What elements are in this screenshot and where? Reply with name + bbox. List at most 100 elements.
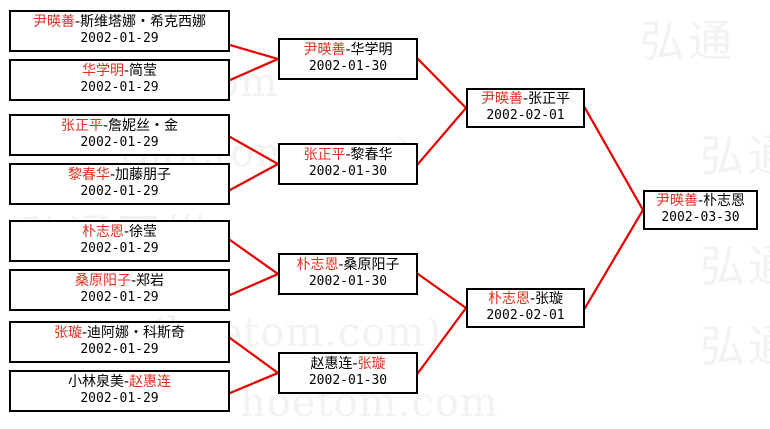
match-players: 尹暎善-张正平 bbox=[481, 92, 570, 108]
player-separator: - bbox=[529, 291, 536, 308]
player-separator: - bbox=[109, 167, 116, 184]
match-box-final[interactable]: 尹暎善-朴志恩 2002-03-30 bbox=[643, 190, 758, 230]
player-loser: 迪阿娜・科斯奇 bbox=[87, 325, 186, 342]
player-separator: - bbox=[74, 14, 81, 31]
match-box[interactable]: 尹暎善-斯维塔娜・希克西娜 2002-01-29 bbox=[9, 10, 230, 52]
connector-line bbox=[228, 336, 280, 375]
player-loser: 赵惠连 bbox=[310, 356, 353, 373]
match-box[interactable]: 黎春华-加藤朋子 2002-01-29 bbox=[9, 163, 230, 205]
connector-line bbox=[228, 57, 280, 82]
player-loser: 詹妮丝・金 bbox=[108, 118, 179, 135]
match-box[interactable]: 赵惠连-张璇 2002-01-30 bbox=[278, 352, 418, 394]
match-players: 小林泉美-赵惠连 bbox=[68, 375, 171, 391]
player-separator: - bbox=[123, 224, 130, 241]
player-loser: 黎春华 bbox=[350, 147, 393, 164]
match-date: 2002-01-30 bbox=[308, 274, 388, 290]
match-players: 桑原阳子-郑岩 bbox=[75, 274, 164, 290]
player-winner: 尹暎善 bbox=[32, 14, 75, 31]
match-players: 张正平-詹妮丝・金 bbox=[61, 119, 178, 135]
player-winner: 朴志恩 bbox=[296, 257, 339, 274]
connector-line bbox=[228, 135, 280, 166]
player-separator: - bbox=[81, 325, 88, 342]
match-box[interactable]: 张璇-迪阿娜・科斯奇 2002-01-29 bbox=[9, 321, 230, 363]
match-players: 张璇-迪阿娜・科斯奇 bbox=[54, 326, 185, 342]
player-winner: 华学明 bbox=[81, 63, 124, 80]
connector-line bbox=[416, 106, 468, 166]
player-loser: 小林泉美 bbox=[67, 374, 124, 391]
connector-line bbox=[583, 208, 645, 310]
player-loser: 徐莹 bbox=[129, 224, 158, 241]
watermark-text: 弘通 bbox=[700, 321, 770, 372]
match-box[interactable]: 张正平-黎春华 2002-01-30 bbox=[278, 143, 418, 185]
player-separator: - bbox=[338, 257, 344, 274]
connector-line bbox=[416, 57, 468, 110]
player-separator: - bbox=[123, 63, 130, 80]
match-date: 2002-01-29 bbox=[80, 391, 159, 407]
match-players: 朴志恩-徐莹 bbox=[82, 225, 157, 241]
player-separator: - bbox=[130, 273, 137, 290]
connector-line bbox=[228, 162, 280, 192]
player-winner: 张璇 bbox=[53, 325, 82, 342]
match-box[interactable]: 朴志恩-桑原阳子 2002-01-30 bbox=[278, 253, 418, 295]
player-winner: 黎春华 bbox=[67, 167, 110, 184]
player-separator: - bbox=[352, 356, 358, 373]
player-separator: - bbox=[697, 193, 704, 210]
player-winner: 尹暎善 bbox=[655, 193, 698, 210]
match-players: 华学明-简莹 bbox=[82, 64, 157, 80]
match-box[interactable]: 朴志恩-张璇 2002-02-01 bbox=[466, 288, 585, 328]
match-players: 尹暎善-朴志恩 bbox=[656, 194, 745, 210]
match-players: 赵惠连-张璇 bbox=[310, 357, 385, 373]
player-loser: 张璇 bbox=[535, 291, 564, 308]
match-box[interactable]: 小林泉美-赵惠连 2002-01-29 bbox=[9, 370, 230, 412]
player-winner: 朴志恩 bbox=[487, 291, 530, 308]
player-winner: 赵惠连 bbox=[129, 374, 172, 391]
match-box[interactable]: 尹暎善-华学明 2002-01-30 bbox=[278, 38, 418, 80]
player-loser: 桑原阳子 bbox=[343, 257, 400, 274]
player-separator: - bbox=[522, 91, 529, 108]
watermark-text: 弘通 bbox=[700, 241, 770, 292]
match-players: 张正平-黎春华 bbox=[303, 148, 392, 164]
player-winner: 张璇 bbox=[357, 356, 386, 373]
match-box[interactable]: 张正平-詹妮丝・金 2002-01-29 bbox=[9, 114, 230, 156]
watermark-text: 弘通 bbox=[700, 131, 770, 182]
match-box[interactable]: 华学明-简莹 2002-01-29 bbox=[9, 59, 230, 101]
match-date: 2002-02-01 bbox=[486, 308, 565, 324]
match-date: 2002-01-29 bbox=[80, 342, 159, 358]
connector-line bbox=[228, 371, 280, 395]
player-winner: 朴志恩 bbox=[81, 224, 124, 241]
watermark-text: 弘通 bbox=[640, 16, 736, 67]
match-box[interactable]: 朴志恩-徐莹 2002-01-29 bbox=[9, 220, 230, 262]
connector-line bbox=[228, 43, 280, 61]
connector-line bbox=[583, 106, 645, 212]
player-separator: - bbox=[102, 118, 109, 135]
player-loser: 加藤朋子 bbox=[115, 167, 172, 184]
player-loser: 斯维塔娜・希克西娜 bbox=[80, 14, 207, 31]
player-loser: 华学明 bbox=[350, 42, 393, 59]
connector-line bbox=[416, 306, 468, 375]
match-box[interactable]: 桑原阳子-郑岩 2002-01-29 bbox=[9, 269, 230, 311]
match-date: 2002-02-01 bbox=[486, 108, 565, 124]
match-date: 2002-01-30 bbox=[308, 59, 388, 75]
match-date: 2002-01-29 bbox=[80, 80, 159, 96]
match-date: 2002-01-29 bbox=[80, 241, 159, 257]
player-separator: - bbox=[345, 42, 351, 59]
match-date: 2002-01-29 bbox=[80, 135, 159, 151]
match-players: 朴志恩-桑原阳子 bbox=[296, 258, 399, 274]
match-date: 2002-01-29 bbox=[80, 184, 159, 200]
player-winner: 尹暎善 bbox=[303, 42, 346, 59]
player-separator: - bbox=[345, 147, 351, 164]
match-players: 尹暎善-斯维塔娜・希克西娜 bbox=[33, 15, 206, 31]
connector-line bbox=[416, 272, 468, 310]
match-date: 2002-01-30 bbox=[308, 164, 388, 180]
match-players: 黎春华-加藤朋子 bbox=[68, 168, 171, 184]
connector-line bbox=[228, 238, 280, 276]
match-players: 朴志恩-张璇 bbox=[488, 292, 563, 308]
player-winner: 桑原阳子 bbox=[74, 273, 131, 290]
match-box[interactable]: 尹暎善-张正平 2002-02-01 bbox=[466, 88, 585, 128]
player-separator: - bbox=[123, 374, 130, 391]
player-winner: 张正平 bbox=[60, 118, 103, 135]
player-winner: 尹暎善 bbox=[480, 91, 523, 108]
match-date: 2002-01-30 bbox=[308, 373, 388, 389]
connector-line bbox=[228, 272, 280, 297]
player-loser: 简莹 bbox=[129, 63, 158, 80]
